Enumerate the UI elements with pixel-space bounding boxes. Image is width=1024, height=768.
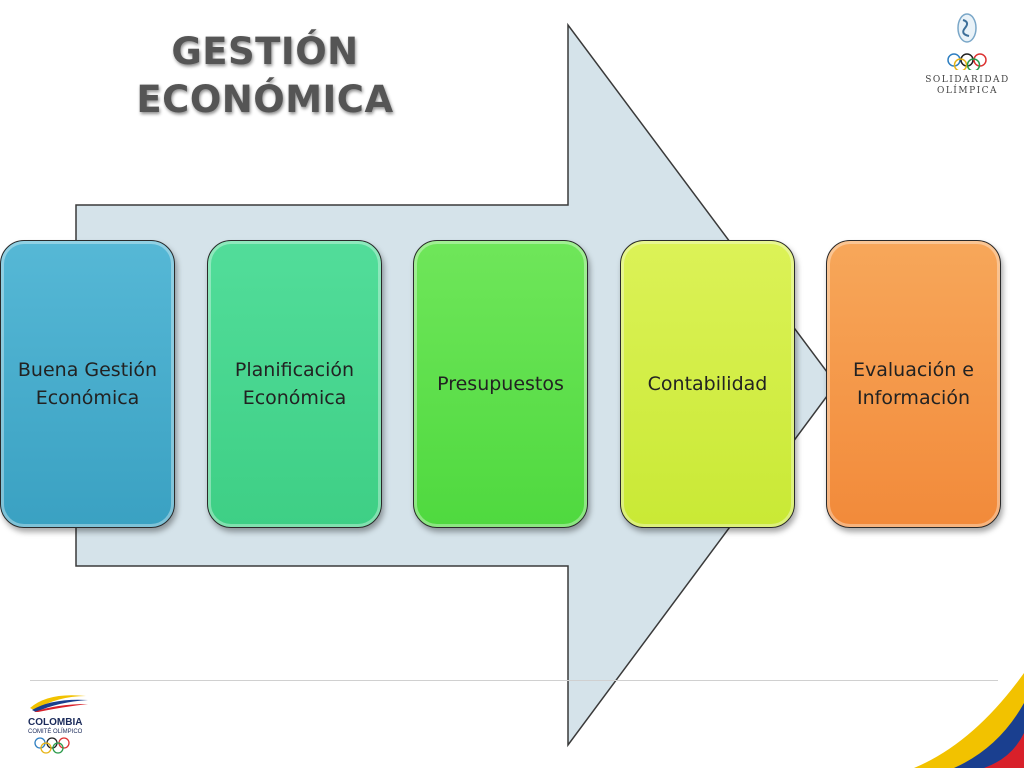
flag-swoosh-icon — [30, 695, 88, 712]
comite-olimpico-colombiano-logo: COLOMBIA COMITÉ OLÍMPICO — [28, 690, 98, 760]
step-label: Presupuestos — [437, 373, 564, 395]
olympic-rings-icon — [947, 13, 987, 72]
logo-country: COLOMBIA — [28, 717, 83, 728]
step-label: Contabilidad — [647, 373, 768, 395]
logo-text-line-2: OLÍMPICA — [936, 86, 999, 96]
decorative-corner-stripes — [914, 673, 1024, 768]
step-box-buena-gestion: Buena Gestión Económica — [0, 240, 175, 528]
title-line-1: GESTIÓN — [171, 30, 359, 73]
page-title: GESTIÓN ECONÓMICA — [120, 28, 410, 124]
footer-divider — [30, 680, 998, 681]
logo-subtitle: COMITÉ OLÍMPICO — [28, 729, 83, 735]
olympic-rings-small-icon — [34, 737, 70, 754]
step-box-evaluacion: Evaluación e Información — [826, 240, 1001, 528]
step-box-presupuestos: Presupuestos — [413, 240, 588, 528]
step-label: Planificación Económica — [234, 359, 355, 409]
logo-text-line-1: SOLIDARIDAD — [925, 75, 1010, 85]
step-label: Evaluación e Información — [853, 359, 974, 409]
solidaridad-olimpica-logo: SOLIDARIDAD OLÍMPICA — [920, 12, 1015, 102]
step-box-contabilidad: Contabilidad — [620, 240, 795, 528]
step-label: Buena Gestión Económica — [17, 359, 158, 409]
title-line-2: ECONÓMICA — [136, 78, 394, 121]
step-box-planificacion: Planificación Económica — [207, 240, 382, 528]
